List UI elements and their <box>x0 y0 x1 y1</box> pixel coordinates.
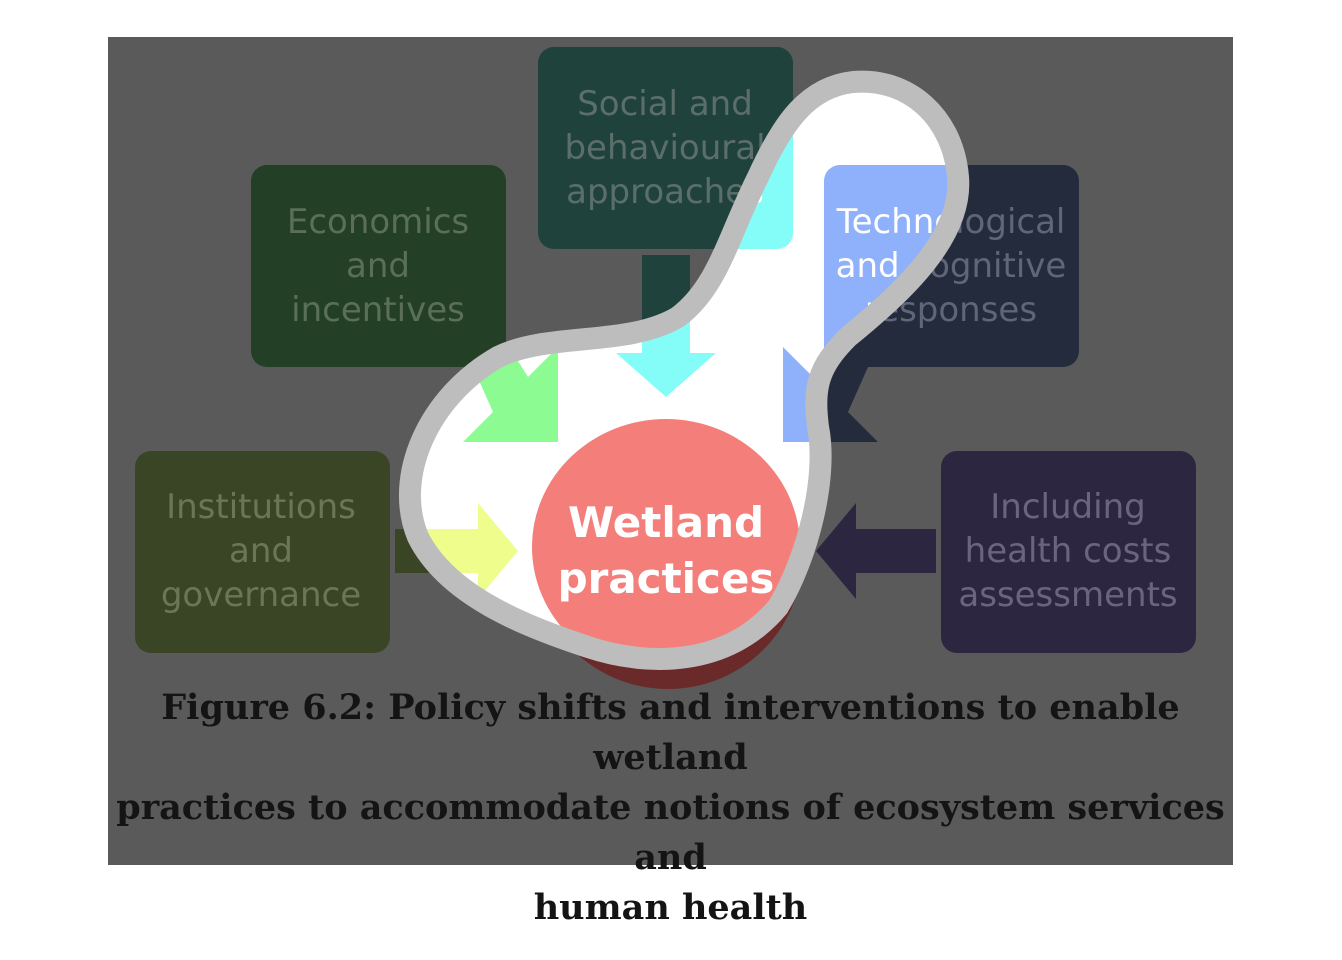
social-line3: approaches <box>566 172 764 212</box>
center-label-line2: practices <box>558 554 775 603</box>
institutions-line2: and <box>229 531 293 571</box>
institutions-line3: governance <box>161 575 361 615</box>
arrow-health <box>816 503 936 599</box>
health-line2: health costs <box>965 531 1172 571</box>
health-line3: assessments <box>958 575 1177 615</box>
center-circle <box>532 419 800 659</box>
figure-caption: Figure 6.2: Policy shifts and interventi… <box>116 687 1225 928</box>
box-social <box>538 47 793 249</box>
economics-line2: and <box>346 246 410 286</box>
diagram-canvas: Social and behavioural approaches Econom… <box>108 37 1233 865</box>
health-line1: Including <box>990 487 1145 527</box>
economics-line1: Economics <box>287 202 469 242</box>
social-line1: Social and <box>577 84 753 124</box>
arrow-institutions-bright <box>409 503 518 599</box>
figure: Social and behavioural approaches Econom… <box>108 37 1233 928</box>
institutions-line1: Institutions <box>166 487 356 527</box>
social-line2: behavioural <box>564 128 765 168</box>
box-institutions <box>135 451 390 653</box>
highlight-outline <box>399 70 970 670</box>
box-economics <box>251 165 506 367</box>
center-label-line1: Wetland <box>568 498 764 547</box>
economics-line3: incentives <box>291 290 465 330</box>
box-health <box>941 451 1196 653</box>
